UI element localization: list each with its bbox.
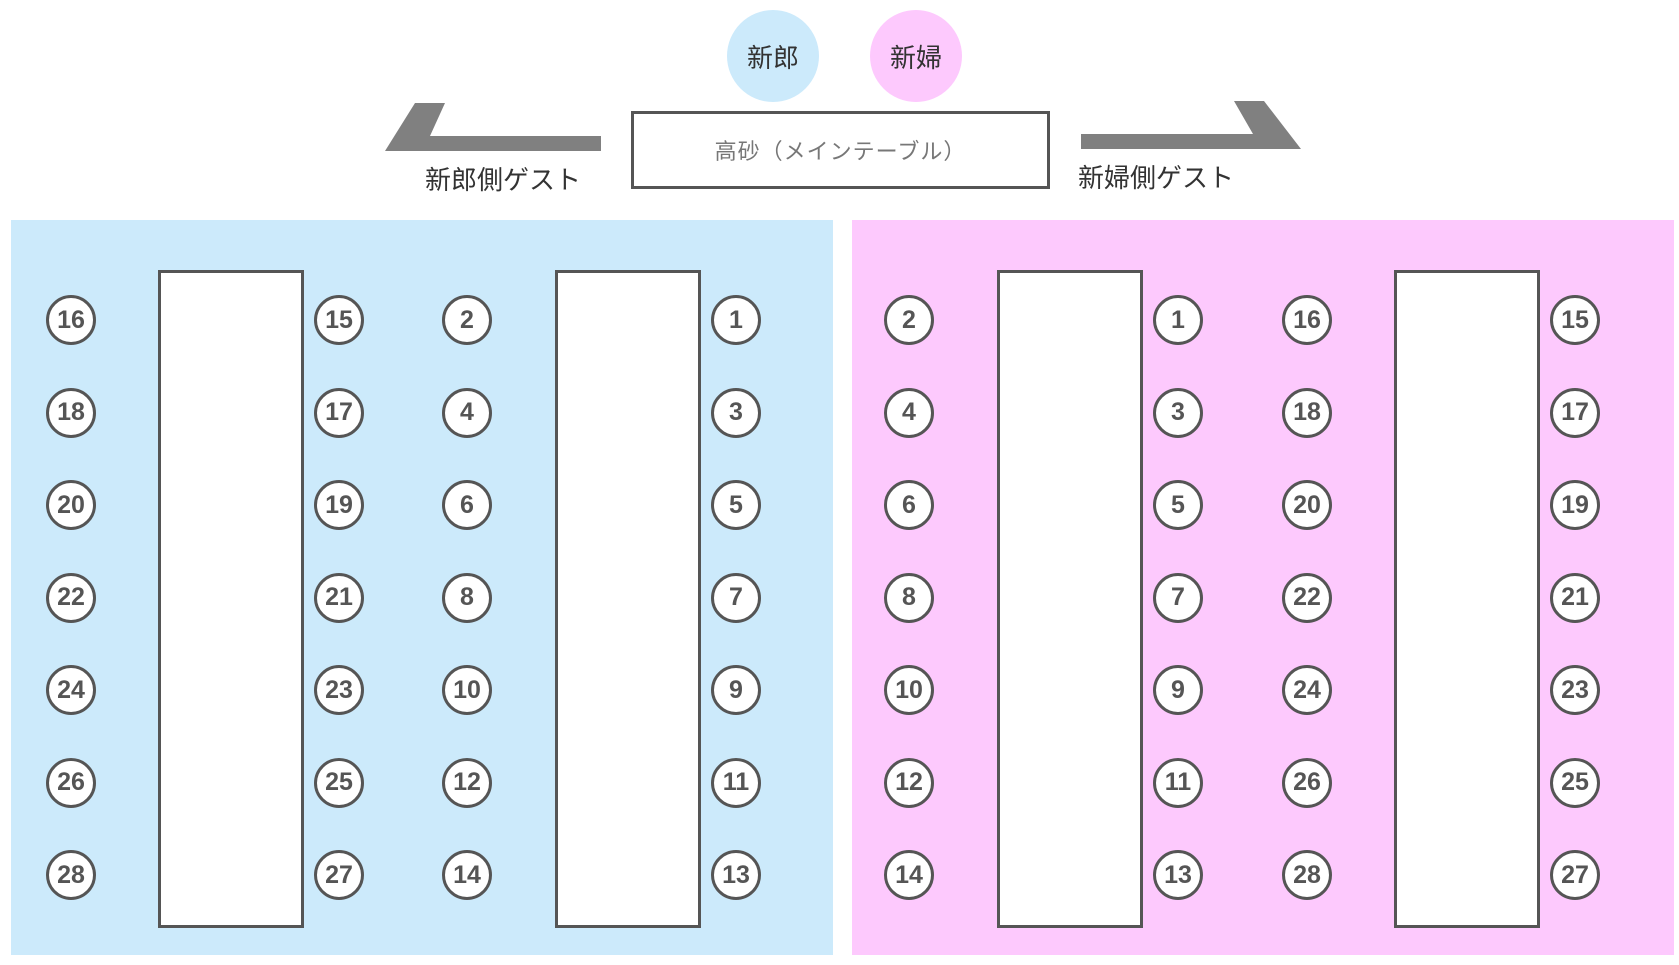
seat: 3 <box>1153 387 1203 438</box>
seat: 26 <box>46 757 96 808</box>
seat: 4 <box>442 387 492 438</box>
seat: 2 <box>884 295 934 345</box>
seat: 1 <box>711 295 761 345</box>
seat: 14 <box>884 850 934 900</box>
seat: 25 <box>1550 757 1600 808</box>
groom-guests-label: 新郎側ゲスト <box>425 166 582 196</box>
seat: 9 <box>711 665 761 715</box>
seat: 5 <box>1153 480 1203 530</box>
seat: 8 <box>884 572 934 623</box>
seat: 23 <box>1550 665 1600 715</box>
main-table-label: 高砂（メインテーブル） <box>714 140 967 165</box>
seat: 12 <box>884 757 934 808</box>
seat: 27 <box>314 850 364 900</box>
seat: 10 <box>884 665 934 715</box>
seat: 25 <box>314 757 364 808</box>
arrow-right-icon <box>1081 101 1301 149</box>
seat: 28 <box>46 850 96 900</box>
seat: 4 <box>884 387 934 438</box>
seat: 15 <box>314 295 364 345</box>
seat: 11 <box>1153 757 1203 808</box>
seat: 20 <box>1282 480 1332 530</box>
seat: 20 <box>46 480 96 530</box>
groom-table-2 <box>555 270 701 928</box>
seat: 26 <box>1282 757 1332 808</box>
arrow-left-icon <box>385 103 601 151</box>
seat: 23 <box>314 665 364 715</box>
seat: 11 <box>711 757 761 808</box>
groom-table-1 <box>158 270 304 928</box>
seat: 2 <box>442 295 492 345</box>
seat: 10 <box>442 665 492 715</box>
main-table: 高砂（メインテーブル） <box>631 111 1050 189</box>
seat: 6 <box>884 480 934 530</box>
bride-table-2 <box>1394 270 1540 928</box>
seat: 16 <box>1282 295 1332 345</box>
seat: 12 <box>442 757 492 808</box>
seat: 3 <box>711 387 761 438</box>
seat: 28 <box>1282 850 1332 900</box>
seat: 21 <box>1550 572 1600 623</box>
seat: 22 <box>46 572 96 623</box>
seat: 1 <box>1153 295 1203 345</box>
seat: 13 <box>711 850 761 900</box>
seat: 6 <box>442 480 492 530</box>
seat: 21 <box>314 572 364 623</box>
groom-seat: 新郎 <box>727 10 819 102</box>
seat: 19 <box>314 480 364 530</box>
bride-label: 新婦 <box>889 43 942 74</box>
seat: 5 <box>711 480 761 530</box>
seat: 19 <box>1550 480 1600 530</box>
seat: 24 <box>1282 665 1332 715</box>
seat: 7 <box>711 572 761 623</box>
seat: 17 <box>314 387 364 438</box>
seat: 8 <box>442 572 492 623</box>
groom-label: 新郎 <box>746 43 799 74</box>
seat: 13 <box>1153 850 1203 900</box>
seat: 16 <box>46 295 96 345</box>
seat: 27 <box>1550 850 1600 900</box>
seat: 7 <box>1153 572 1203 623</box>
seat: 18 <box>46 387 96 438</box>
seat: 18 <box>1282 387 1332 438</box>
seat: 15 <box>1550 295 1600 345</box>
seat: 24 <box>46 665 96 715</box>
seat: 17 <box>1550 387 1600 438</box>
bride-table-1 <box>997 270 1143 928</box>
seat: 22 <box>1282 572 1332 623</box>
bride-guests-label: 新婦側ゲスト <box>1078 164 1235 194</box>
bride-seat: 新婦 <box>870 10 962 102</box>
seat: 9 <box>1153 665 1203 715</box>
seat: 14 <box>442 850 492 900</box>
